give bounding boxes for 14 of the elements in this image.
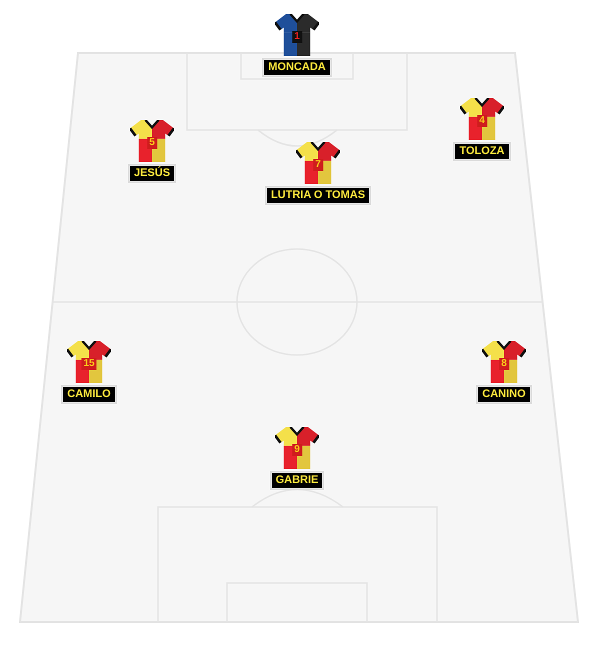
- player-name: CANINO: [476, 385, 532, 404]
- player-name: GABRIE: [270, 471, 324, 490]
- player-name: CAMILO: [61, 385, 117, 404]
- shirt-number: 7: [313, 159, 323, 171]
- player-name: MONCADA: [262, 58, 332, 77]
- shirt-number: 9: [292, 444, 302, 456]
- player-name: TOLOZA: [453, 142, 510, 161]
- shirt-number: 15: [81, 358, 97, 370]
- shirt-number: 1: [292, 31, 302, 43]
- shirt-number: 4: [477, 115, 487, 127]
- player-name: JESÚS: [128, 164, 176, 183]
- shirt-number: 5: [147, 137, 157, 149]
- shirt-number: 8: [499, 358, 509, 370]
- player-name: LUTRIA O TOMAS: [264, 186, 372, 205]
